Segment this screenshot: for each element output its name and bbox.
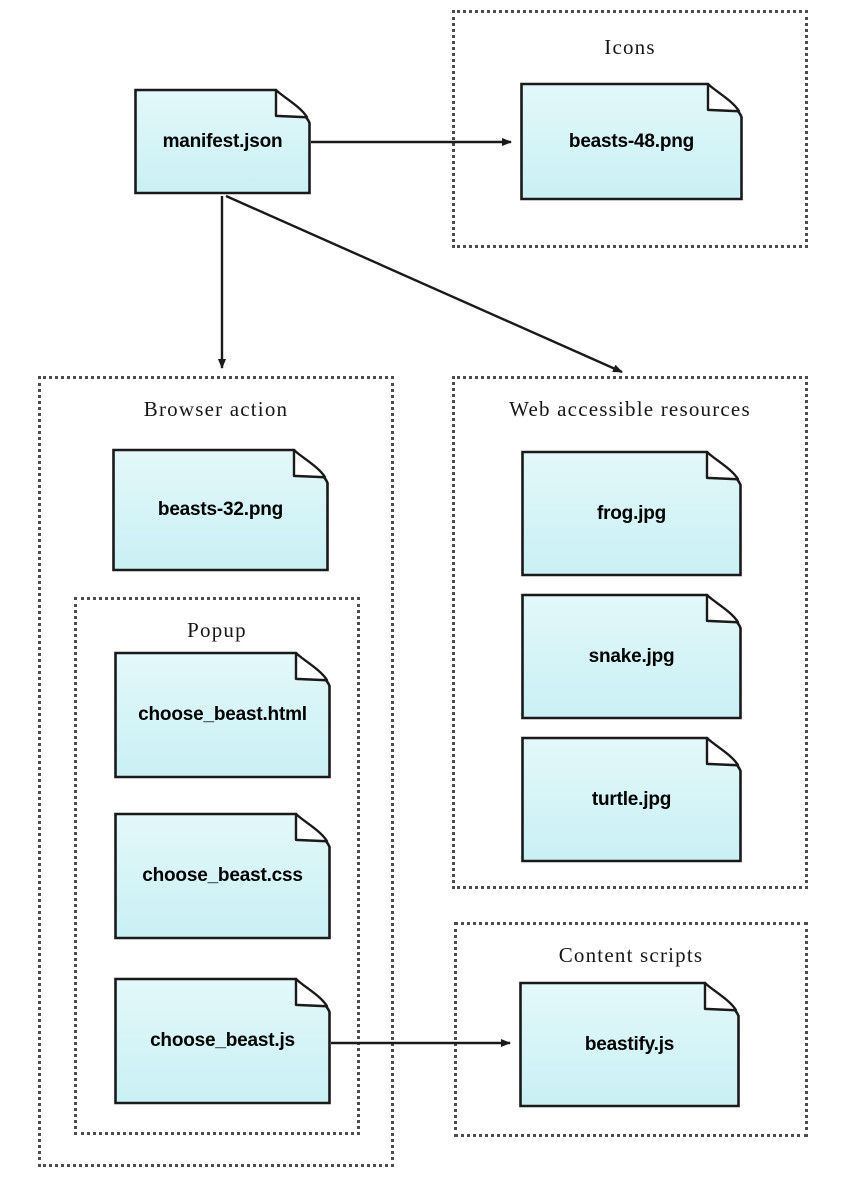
group-web-accessible-resources: Web accessible resources: [452, 376, 808, 889]
file-node-snake-jpg[interactable]: snake.jpg: [521, 593, 742, 720]
file-shape: [134, 88, 311, 195]
file-shape: [114, 812, 331, 940]
file-node-choose-beast-js[interactable]: choose_beast.js: [114, 977, 331, 1105]
group-popup: Popup: [74, 597, 360, 1135]
file-shape: [114, 651, 331, 779]
group-icons: Icons: [452, 10, 808, 248]
file-node-choose-beast-html[interactable]: choose_beast.html: [114, 651, 331, 779]
file-node-turtle-jpg[interactable]: turtle.jpg: [521, 736, 742, 863]
file-node-frog-jpg[interactable]: frog.jpg: [521, 450, 742, 577]
file-shape: [520, 82, 743, 201]
file-shape: [521, 593, 742, 720]
file-shape: [114, 977, 331, 1105]
file-shape: [112, 448, 329, 572]
file-shape: [519, 981, 740, 1108]
group-browser-action: Browser action: [38, 376, 394, 1167]
group-web-accessible-resources-label: Web accessible resources: [509, 397, 751, 421]
group-popup-label: Popup: [187, 618, 247, 642]
group-browser-action-label: Browser action: [143, 397, 289, 421]
file-shape: [521, 450, 742, 577]
file-shape: [521, 736, 742, 863]
file-node-beasts-48-png[interactable]: beasts-48.png: [520, 82, 743, 201]
file-node-beastify-js[interactable]: beastify.js: [519, 981, 740, 1108]
group-content-scripts: Content scripts: [454, 922, 808, 1137]
file-node-choose-beast-css[interactable]: choose_beast.css: [114, 812, 331, 940]
file-node-manifest-json[interactable]: manifest.json: [134, 88, 311, 195]
file-node-beasts-32-png[interactable]: beasts-32.png: [112, 448, 329, 572]
group-icons-label: Icons: [604, 35, 656, 59]
group-content-scripts-label: Content scripts: [558, 943, 704, 967]
